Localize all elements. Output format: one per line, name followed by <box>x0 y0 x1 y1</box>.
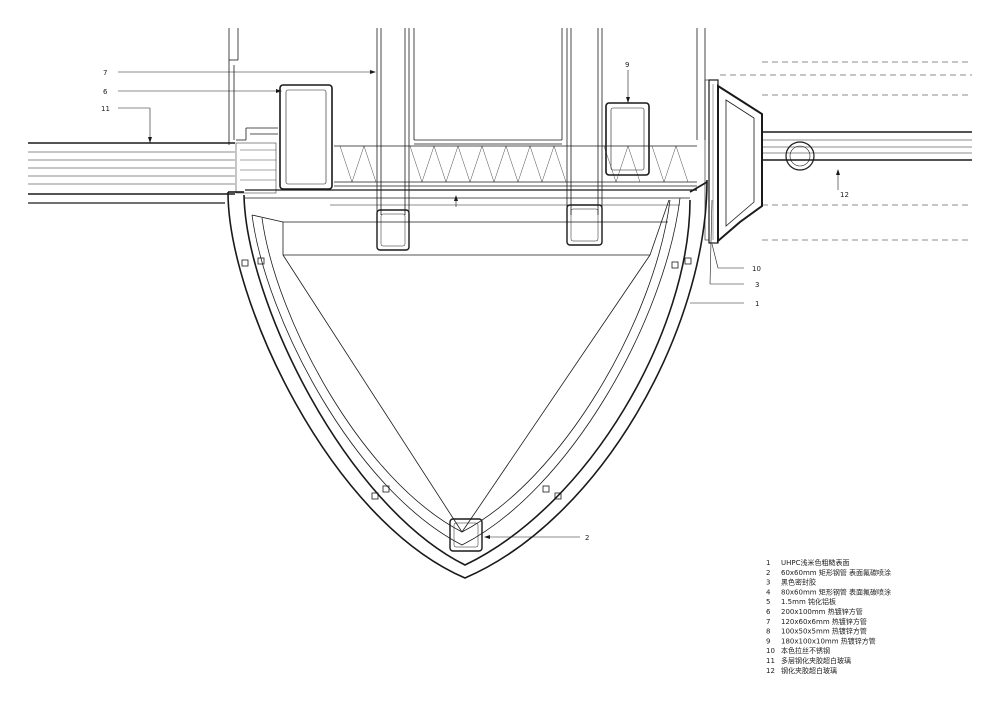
fixings <box>241 257 692 500</box>
left-mullion <box>228 28 278 194</box>
callout-9: 9 <box>625 61 629 69</box>
legend-text: 180x100x10mm 热镀锌方管 <box>781 636 876 645</box>
legend-text: 60x60mm 矩形钢管 表面氟碳喷涂 <box>781 568 891 577</box>
legend-text: UHPC浅米色粗糙表面 <box>781 558 850 567</box>
callout-labels: 7 6 11 9 10 3 1 12 2 <box>101 61 849 542</box>
stainless-steel-cap <box>704 79 763 244</box>
arrowheads <box>148 70 840 539</box>
legend-number: 8 <box>766 628 770 636</box>
legend-number: 4 <box>766 588 771 596</box>
steel-tube-9 <box>605 102 650 176</box>
right-glass-panel <box>762 131 972 171</box>
insulation-band <box>334 145 697 183</box>
uhpc-shell <box>227 179 708 579</box>
callout-7: 7 <box>103 69 107 77</box>
horizontal-plates <box>245 185 697 256</box>
legend-text: 200x100mm 热镀锌方管 <box>781 607 863 616</box>
legend-number: 3 <box>766 579 770 587</box>
callout-6: 6 <box>103 88 108 96</box>
left-glass-panel <box>28 142 235 204</box>
vertical-steel-members <box>376 28 706 215</box>
callout-1: 1 <box>755 300 759 308</box>
legend-number: 12 <box>766 667 775 675</box>
legend-text: 120x60x6mm 热镀锌方管 <box>781 617 867 626</box>
legend-number: 7 <box>766 618 770 626</box>
legend-text: 黑色密封胶 <box>781 578 816 587</box>
legend-number: 6 <box>766 608 771 616</box>
legend-number: 10 <box>766 647 775 655</box>
callout-3: 3 <box>755 281 759 289</box>
legend-text: 80x60mm 矩形钢管 表面氟碳喷涂 <box>781 587 891 596</box>
legend-text: 本色拉丝不锈钢 <box>781 646 830 655</box>
materials-legend: 1 UHPC浅米色粗糙表面 2 60x60mm 矩形钢管 表面氟碳喷涂 3 黑色密封胶 4 8… <box>766 558 891 675</box>
steel-tube-6 <box>279 84 333 190</box>
legend-text: 钢化夹胶超白玻璃 <box>781 666 837 675</box>
legend-number: 5 <box>766 598 770 606</box>
legend-number: 1 <box>766 559 770 567</box>
leader-lines <box>118 70 839 538</box>
steel-tube-2 <box>449 518 483 552</box>
small-steel-tubes <box>376 204 603 251</box>
legend-text: 多层钢化夹胶超白玻璃 <box>781 656 851 665</box>
legend-number: 11 <box>766 657 775 665</box>
legend-text: 100x50x5mm 热镀锌方管 <box>781 627 867 636</box>
inner-lining <box>251 197 681 546</box>
callout-11: 11 <box>101 105 110 113</box>
callout-2: 2 <box>585 534 589 542</box>
dashed-lines <box>720 61 972 241</box>
legend-number: 2 <box>766 569 770 577</box>
callout-10: 10 <box>752 265 761 273</box>
legend-text: 1.5mm 钝化铝板 <box>781 597 836 606</box>
callout-12: 12 <box>840 191 849 199</box>
legend-number: 9 <box>766 637 770 645</box>
